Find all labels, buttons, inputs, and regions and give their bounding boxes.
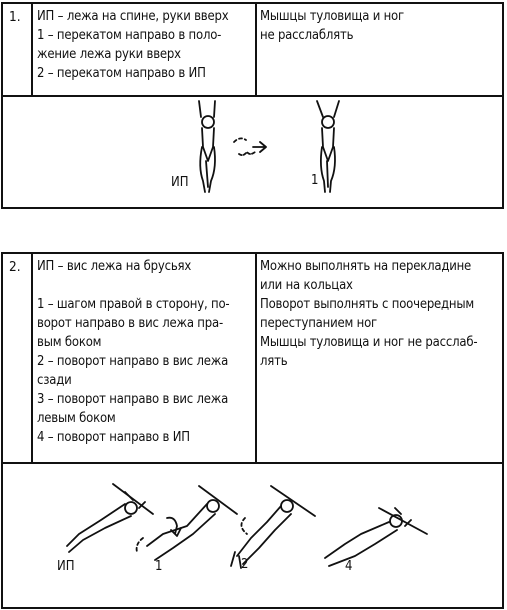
notes-line: или на кольцах	[260, 278, 353, 293]
description-line: 3 – поворот направо в вис лежа	[37, 392, 229, 407]
exercise-figure-1: ИП 1	[3, 97, 502, 207]
exercise-number: 2.	[3, 254, 33, 462]
description-line: вым боком	[37, 335, 102, 350]
description-line: 2 – поворот направо в вис лежа	[37, 354, 229, 369]
rolling-figures-illustration	[198, 100, 340, 193]
description-line: левым боком	[37, 411, 116, 426]
exercise-figure-2: ИП 1 2 4	[3, 464, 502, 607]
figure-label-4: 4	[345, 559, 353, 574]
description-line: ИП – вис лежа на брусьях	[37, 259, 192, 274]
description-line: 1 – шагом правой в сторону, по-	[37, 297, 230, 312]
figure-hang-start	[66, 483, 154, 553]
description-line: ворот направо в вис лежа пра-	[37, 316, 223, 331]
parallel-bars-figures-illustration	[66, 483, 428, 569]
exercise-notes: Мышцы туловища и ног не расслаблять	[257, 4, 502, 95]
exercise-table-1: 1. ИП – лежа на спине, руки вверх 1 – пе…	[1, 2, 504, 209]
description-line: сзади	[37, 373, 72, 388]
roll-arrow-icon	[233, 137, 267, 157]
exercise-description: ИП – лежа на спине, руки вверх 1 – перек…	[33, 4, 257, 95]
notes-line: не расслаблять	[260, 28, 354, 43]
figure-label-start: ИП	[171, 175, 189, 190]
description-line: 4 – поворот направо в ИП	[37, 430, 190, 445]
exercise-number: 1.	[3, 4, 33, 95]
description-line: ИП – лежа на спине, руки вверх	[37, 9, 229, 24]
exercise-notes: Можно выполнять на перекладине или на ко…	[257, 254, 502, 462]
notes-line: лять	[260, 354, 288, 369]
figure-lying-start	[198, 100, 216, 193]
figure-label-1: 1	[155, 559, 163, 574]
figure-label-1: 1	[311, 173, 319, 188]
figure-lying-position-1	[316, 100, 340, 193]
figure-label-2: 2	[241, 557, 249, 572]
exercise-description: ИП – вис лежа на брусьях 1 – шагом право…	[33, 254, 257, 462]
notes-line: Мышцы туловища и ног не расслаб-	[260, 335, 478, 350]
notes-line: Мышцы туловища и ног	[260, 9, 404, 24]
notes-line: Поворот выполнять с поочередным	[260, 297, 475, 312]
exercise-row-1: 1. ИП – лежа на спине, руки вверх 1 – пе…	[3, 4, 502, 97]
description-line	[37, 276, 252, 295]
figure-hang-position-4	[324, 507, 428, 567]
description-line: 2 – перекатом направо в ИП	[37, 66, 206, 81]
notes-line: Можно выполнять на перекладине	[260, 259, 472, 274]
description-line: 1 – перекатом направо в поло-	[37, 28, 222, 43]
exercise-table-2: 2. ИП – вис лежа на брусьях 1 – шагом пр…	[1, 252, 504, 609]
figure-hang-position-2	[230, 485, 316, 569]
figure-label-start: ИП	[57, 559, 75, 574]
description-line: жение лежа руки вверх	[37, 47, 181, 62]
exercise-row-2: 2. ИП – вис лежа на брусьях 1 – шагом пр…	[3, 254, 502, 464]
figure-hang-position-1	[135, 485, 238, 561]
notes-line: переступанием ног	[260, 316, 377, 331]
